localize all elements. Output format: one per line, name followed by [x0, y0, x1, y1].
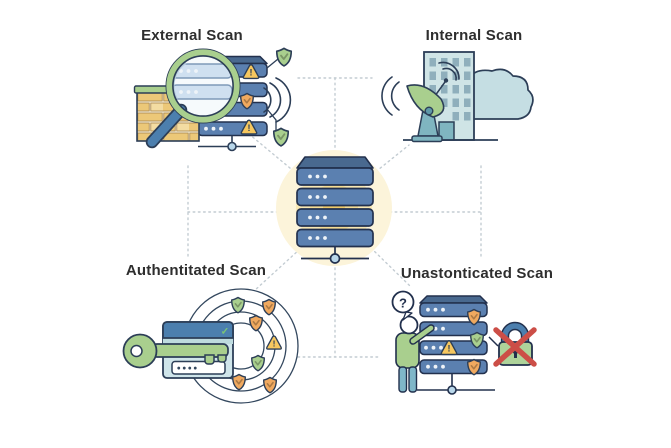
network-node-icon	[301, 246, 369, 264]
shield-connector-line	[266, 58, 279, 69]
checkmark-icon: ✓	[221, 327, 229, 338]
red-x-icon	[493, 327, 537, 367]
network-node-icon	[198, 135, 256, 152]
unauthenticated-scan-icon: ? !	[391, 290, 537, 395]
person-icon	[395, 315, 435, 393]
server-rack-icon	[296, 156, 374, 248]
authenticated-scan-icon: ✓ •••• !	[122, 288, 299, 404]
blocked-padlock-icon	[493, 321, 537, 367]
shield-connector-line	[266, 108, 277, 130]
password-dots: ••••	[177, 364, 199, 375]
question-glyph: ?	[399, 296, 407, 311]
orange-shield-icon	[261, 298, 277, 316]
person-head	[399, 315, 419, 335]
exclamation-glyph: !	[448, 344, 451, 354]
lock-connector-line	[488, 336, 499, 347]
orange-shield-icon	[262, 376, 278, 394]
satellite-dish-icon	[381, 61, 460, 143]
magnifying-glass-icon	[145, 48, 241, 149]
external-scan-icon: ! !	[133, 47, 293, 152]
external-scan-label: External Scan	[141, 27, 243, 44]
authenticated-scan-label: Authentitated Scan	[125, 262, 267, 279]
orange-shield-icon	[248, 314, 264, 332]
network-node-icon	[417, 373, 495, 395]
exclamation-glyph: !	[248, 123, 251, 133]
signal-waves-icon	[263, 77, 292, 123]
unauthenticated-scan-label: Unastonticated Scan	[400, 265, 554, 282]
connector-southeast	[370, 247, 412, 288]
signal-waves-icon	[381, 61, 460, 116]
green-shield-icon	[275, 47, 293, 67]
green-shield-icon	[272, 127, 290, 147]
green-shield-icon	[230, 296, 246, 314]
key-icon	[122, 333, 229, 369]
exclamation-glyph: !	[273, 339, 276, 349]
central-server	[276, 150, 392, 266]
green-shield-icon	[250, 354, 266, 372]
internal-scan-label: Internal Scan	[425, 27, 523, 44]
internal-scan-icon	[381, 51, 534, 143]
exclamation-glyph: !	[250, 68, 253, 78]
orange-shield-icon	[231, 373, 247, 391]
connector-southwest	[253, 248, 301, 292]
question-bubble-icon: ?	[391, 290, 415, 321]
connector-northeast	[367, 144, 410, 179]
